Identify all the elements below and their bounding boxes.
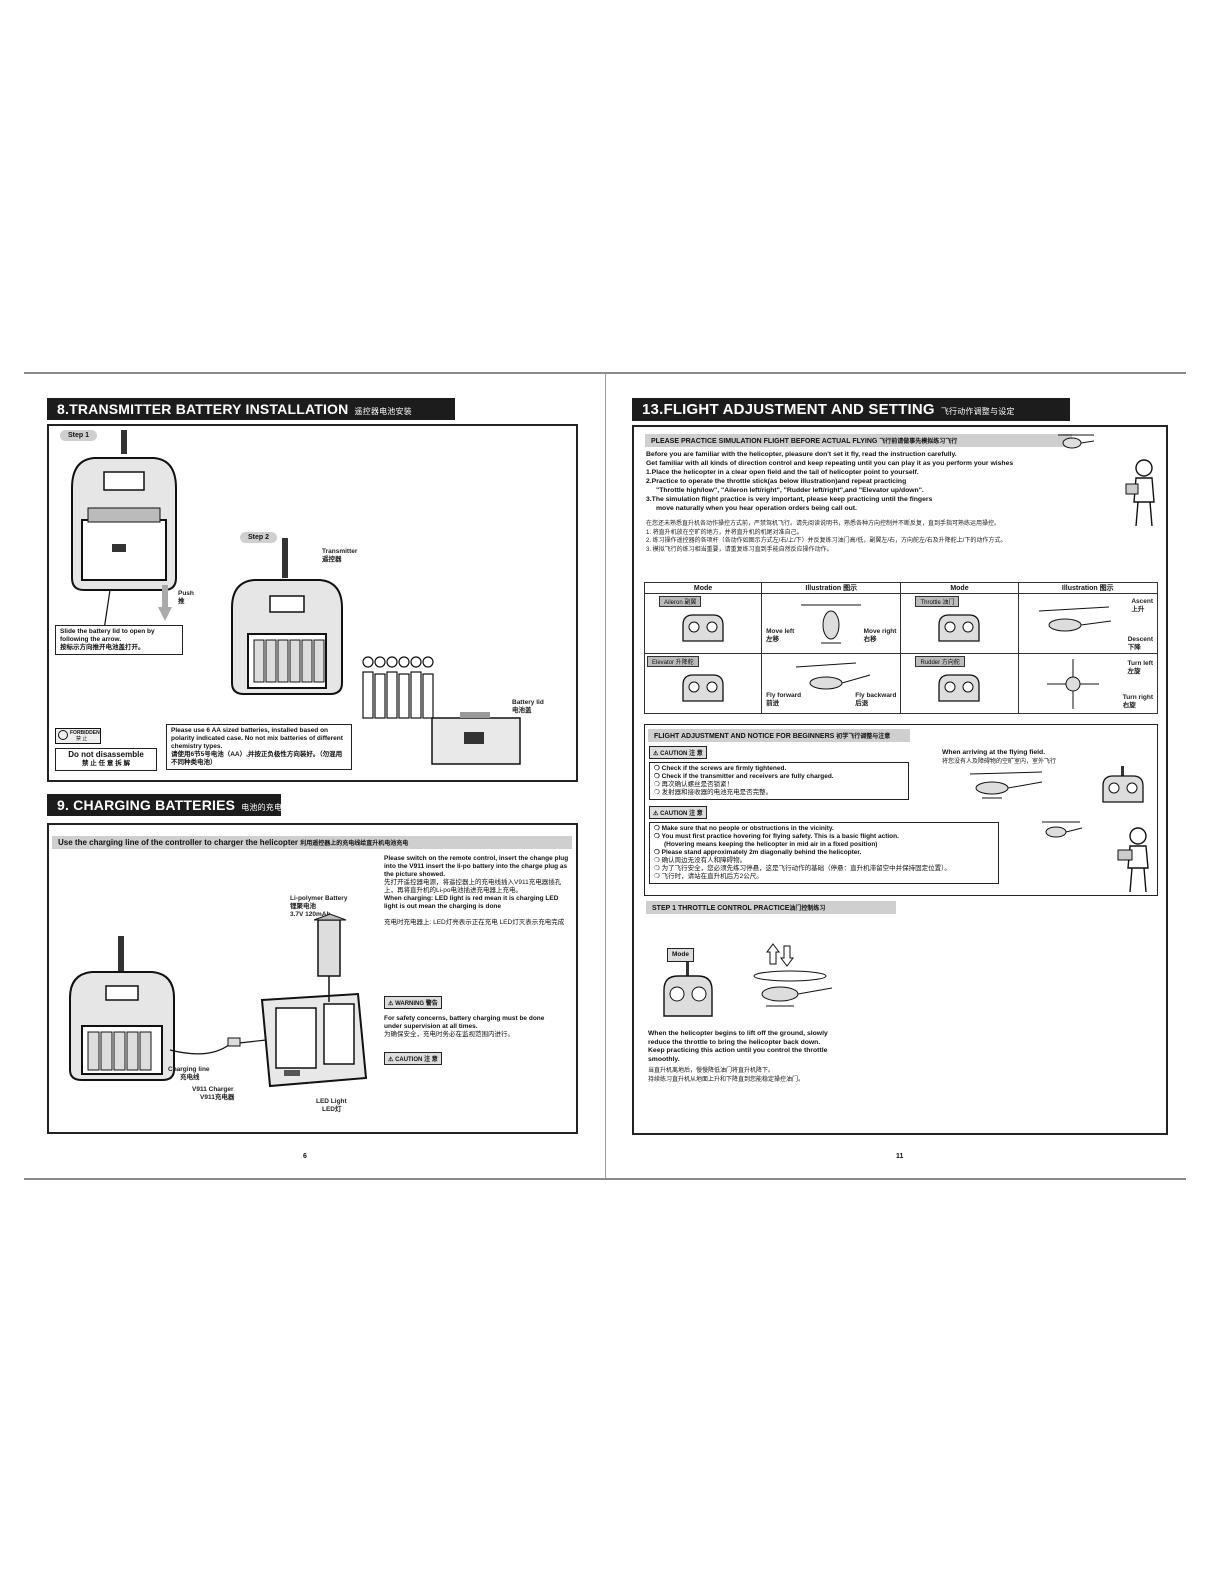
- aileron-illustration: [801, 604, 862, 643]
- controller-icon: [938, 674, 981, 702]
- forbidden-icon: [58, 730, 68, 740]
- mode-label-elevator: Elevator 升降舵: [647, 656, 699, 667]
- list-item: ❍ Please stand approximately 2m diagonal…: [654, 849, 862, 856]
- safety-points-box: ❍ Make sure that no people or obstructio…: [649, 822, 999, 884]
- controller-icon-step1: [663, 962, 713, 1017]
- caution-triangle-icon: ⚠: [388, 1057, 394, 1063]
- lipo-battery-label: Li-polymer Battery 锂聚电池 3.7V 120mAh: [290, 895, 348, 918]
- mode-table: Mode Illustration 图示 Mode Illustration 图…: [643, 582, 1159, 714]
- col-mode-1: Mode: [643, 582, 763, 594]
- list-item: ❍ 再次确认螺丝是否锁紧！: [654, 781, 734, 788]
- intro-text: Before you are familiar with the helicop…: [646, 451, 1014, 512]
- list-item: ❍ You must first practice hovering for f…: [654, 833, 899, 840]
- mode-label-throttle: Throttle 油门: [915, 596, 960, 607]
- forbidden-badge: FORBIDDEN 禁 止: [55, 728, 101, 744]
- col-illustration-2: Illustration 图示: [1017, 582, 1159, 594]
- battery-usage-note: Please use 6 AA sized batteries, install…: [166, 724, 352, 770]
- step1-mode-label: Mode: [667, 948, 694, 962]
- warning-badge: ⚠ WARNING 警告: [384, 996, 442, 1009]
- spread-divider: [605, 373, 606, 1178]
- col-illustration-1: Illustration 图示: [761, 582, 902, 594]
- throttle-illustration: [1038, 606, 1111, 631]
- list-item: ❍ Check if the transmitter and receivers…: [654, 773, 834, 780]
- step1-text: When the helicopter begins to lift off t…: [648, 1030, 828, 1083]
- list-item: ❍ 飞行时，请站在直升机后方2公尺。: [654, 873, 763, 880]
- page-number-right: 11: [896, 1153, 904, 1160]
- step1-label: Step 1: [60, 430, 98, 441]
- helicopter-icon-header: [1058, 434, 1095, 449]
- helicopter-hover-illustration: [753, 970, 833, 1007]
- pilot-figure-top: [1125, 459, 1155, 527]
- helicopter-illustration-field: [969, 771, 1043, 799]
- slide-lid-note: Slide the battery lid to open by followi…: [55, 625, 183, 655]
- arriving-text: When arriving at the flying field. 将您没有人…: [942, 749, 1057, 765]
- notice-bar: FLIGHT ADJUSTMENT AND NOTICE FOR BEGINNE…: [648, 729, 910, 742]
- checks-box: ❍ Check if the screws are firmly tighten…: [649, 762, 909, 800]
- intro-text-zh: 在您还未熟悉直升机各动作操控方式前，严禁驾机飞行。请先阅读说明书，熟悉各种方向控…: [646, 521, 1007, 553]
- elevator-illustration: [796, 662, 871, 689]
- caution-badge-2: ⚠ CAUTION 注 意: [649, 806, 707, 819]
- bottom-rule: [24, 1178, 1186, 1180]
- charging-bar: Use the charging line of the controller …: [52, 836, 572, 849]
- step2-label: Step 2: [240, 532, 278, 543]
- caution-triangle-icon: ⚠: [653, 751, 659, 757]
- charging-cable: [169, 1037, 267, 1055]
- lipo-battery-illustration: [313, 913, 347, 1002]
- up-down-arrows-icon: [766, 943, 794, 967]
- step1-throttle-bar: STEP 1 THROTTLE CONTROL PRACTICE油门控制练习: [646, 901, 896, 914]
- pointer-line: [103, 589, 111, 631]
- warning-triangle-icon: ⚠: [388, 1001, 394, 1007]
- v911-charger-illustration: [260, 992, 368, 1088]
- page-number-left: 6: [303, 1153, 307, 1160]
- list-item: ❍ Make sure that no people or obstructio…: [654, 825, 834, 832]
- caution-badge-left: ⚠ CAUTION 注 意: [384, 1052, 442, 1065]
- col-mode-2: Mode: [900, 582, 1019, 594]
- list-item: ❍ 发射器和接收器的电池充电是否完整。: [654, 789, 773, 796]
- battery-lid-illustration: [431, 712, 521, 765]
- controller-icon-field: [1102, 766, 1144, 803]
- controller-icon: [938, 614, 981, 642]
- mode-label-aileron: Aileron 副翼: [659, 596, 702, 607]
- caution-badge-1: ⚠ CAUTION 注 意: [649, 746, 707, 759]
- caution-triangle-icon: ⚠: [653, 811, 659, 817]
- mode-label-rudder: Rudder 方向舵: [915, 656, 965, 667]
- controller-icon: [682, 614, 724, 642]
- controller-icon: [682, 674, 724, 702]
- pilot-figure-bottom: [1117, 827, 1149, 893]
- list-item: (Hovering means keeping the helicopter i…: [664, 841, 878, 848]
- aa-batteries-illustration: [362, 656, 434, 719]
- list-item: ❍ Check if the screws are firmly tighten…: [654, 765, 787, 772]
- transmitter-step2-illustration: [231, 538, 343, 695]
- charging-instructions: Please switch on the remote control, ins…: [384, 855, 569, 926]
- helicopter-illustration-small: [1042, 821, 1083, 838]
- transmitter-charging-illustration: [69, 936, 175, 1081]
- list-item: ❍ 确认周边无没有人和障碍物。: [654, 857, 747, 864]
- safety-text: For safety concerns, battery charging mu…: [384, 1015, 545, 1038]
- practice-bar: PLEASE PRACTICE SIMULATION FLIGHT BEFORE…: [645, 434, 1072, 447]
- rudder-illustration: [1046, 658, 1099, 709]
- mode-table-header: Mode Illustration 图示 Mode Illustration 图…: [643, 582, 1159, 594]
- push-arrow-icon: [158, 585, 172, 621]
- list-item: ❍ 为了飞行安全，您必须先练习停悬，这是飞行动作的基础（停悬：直升机滞留空中并保…: [654, 865, 951, 872]
- transmitter-step1-illustration: [71, 430, 177, 591]
